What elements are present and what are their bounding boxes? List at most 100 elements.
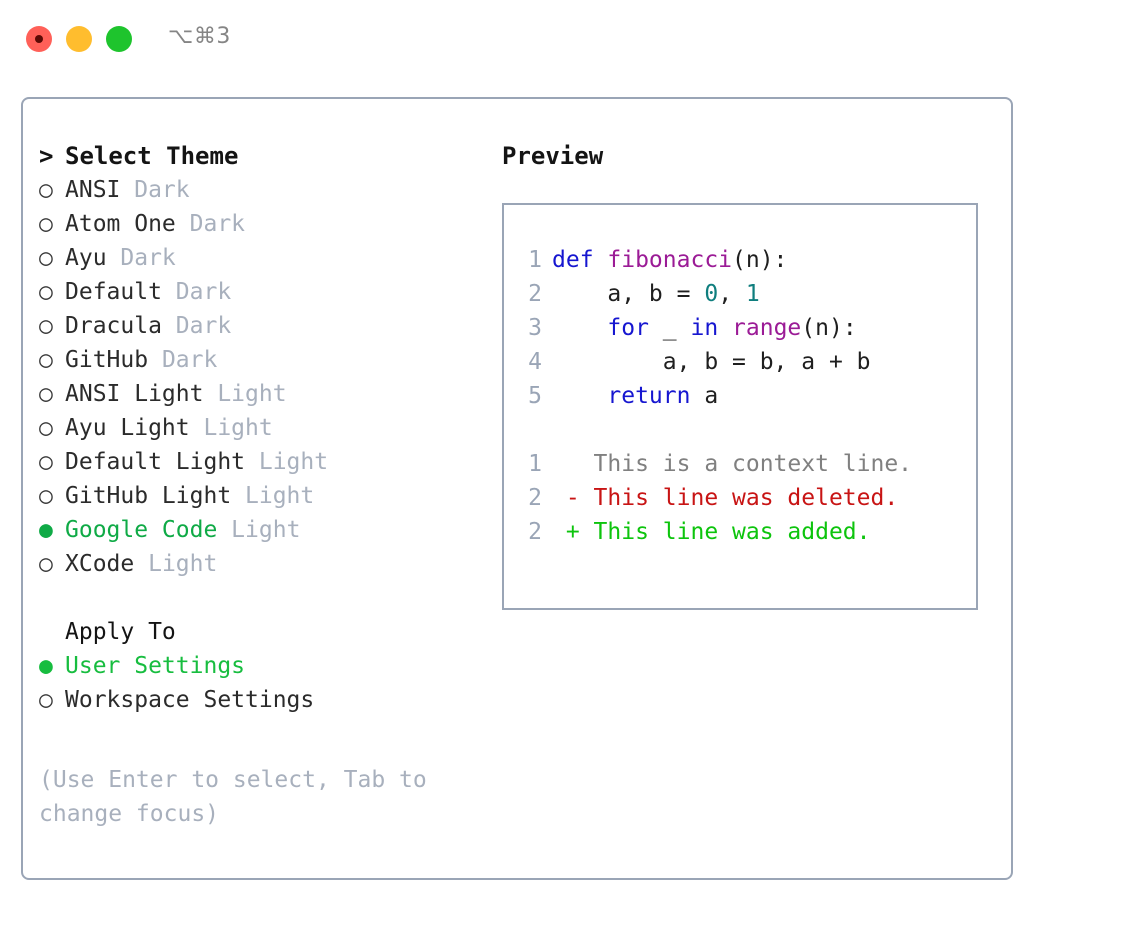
radio-unselected-icon[interactable]: ○	[39, 551, 53, 577]
code-line: 2 a, b = 0, 1	[512, 277, 970, 311]
prompt-caret-icon: >	[39, 142, 54, 170]
theme-picker-heading: > Select Theme	[39, 139, 479, 173]
radio-unselected-icon[interactable]: ○	[39, 449, 53, 475]
code-line: 1 def fibonacci(n):	[512, 243, 970, 277]
diff-line: 2 - This line was deleted.	[512, 481, 970, 515]
code-token: (n):	[801, 315, 857, 341]
theme-kind-label: Dark	[161, 313, 232, 339]
radio-unselected-icon[interactable]: ○	[39, 245, 53, 271]
radio-unselected-icon[interactable]: ○	[39, 279, 53, 305]
radio-unselected-icon[interactable]: ○	[39, 313, 53, 339]
keyboard-shortcut-label: ⌥⌘3	[168, 24, 231, 49]
theme-kind-label: Light	[231, 483, 315, 509]
code-token: in	[690, 315, 719, 341]
apply-to-option-label: User Settings	[65, 653, 246, 679]
theme-list-item[interactable]: ○Default Dark	[39, 275, 479, 309]
minimize-window-button[interactable]	[66, 26, 92, 52]
preview-title: Preview	[502, 142, 604, 170]
diff-sample: 1 This is a context line.2 - This line w…	[512, 447, 970, 549]
radio-unselected-icon[interactable]: ○	[39, 483, 53, 509]
theme-kind-label: Dark	[175, 211, 246, 237]
code-diff-spacer	[512, 413, 970, 447]
code-token: a, b = b, a + b	[552, 349, 871, 375]
theme-name-label: ANSI Light	[65, 381, 204, 407]
code-token: 1	[745, 281, 760, 307]
apply-to-heading-marker-spacer: ○	[39, 615, 65, 649]
apply-to-heading: ○Apply To	[39, 615, 479, 649]
code-token: ,	[718, 281, 746, 307]
code-token	[718, 315, 732, 341]
main-panel: >Select Theme ○ANSI Dark○Atom One Dark○A…	[21, 97, 1013, 880]
code-token: range	[732, 315, 802, 341]
code-line-number: 1	[528, 247, 542, 273]
theme-list-item[interactable]: ○Ayu Light Light	[39, 411, 479, 445]
theme-list-item[interactable]: ○GitHub Dark	[39, 343, 479, 377]
theme-list-item[interactable]: ○ Ayu Dark	[39, 241, 479, 275]
theme-kind-label: Light	[134, 551, 218, 577]
code-token: 0	[704, 281, 719, 307]
theme-name-label: GitHub Light	[65, 483, 232, 509]
radio-unselected-icon[interactable]: ○	[39, 381, 53, 407]
apply-to-option[interactable]: ○ Workspace Settings	[39, 683, 479, 717]
theme-kind-label: Dark	[106, 245, 176, 271]
diff-line: 2 + This line was added.	[512, 515, 970, 549]
apply-to-options[interactable]: ● User Settings ○ Workspace Settings	[39, 649, 479, 717]
code-line: 3 for _ in range(n):	[512, 311, 970, 345]
code-token: return	[607, 383, 691, 409]
list-spacer	[39, 581, 479, 615]
theme-list-item[interactable]: ●Google Code Light	[39, 513, 479, 547]
theme-list-item[interactable]: ○ANSI Dark	[39, 173, 479, 207]
theme-name-label: Ayu Light	[65, 415, 190, 441]
apply-to-option-label: Workspace Settings	[65, 687, 315, 713]
diff-line-text: + This line was added.	[552, 519, 871, 545]
theme-name-label: Atom One	[65, 211, 176, 237]
theme-list-item[interactable]: ○Default Light Light	[39, 445, 479, 479]
theme-picker-pane: >Select Theme ○ANSI Dark○Atom One Dark○A…	[39, 139, 479, 717]
theme-list-item[interactable]: ○ Atom One Dark	[39, 207, 479, 241]
code-line-number: 2	[528, 281, 542, 307]
radio-unselected-icon[interactable]: ○	[39, 211, 53, 237]
theme-list[interactable]: ○ANSI Dark○Atom One Dark○Ayu Dark○Defaul…	[39, 173, 479, 581]
diff-line-number: 2	[528, 485, 542, 511]
diff-line-text: This is a context line.	[552, 451, 913, 477]
code-token: fibonacci	[607, 247, 733, 273]
maximize-window-button[interactable]	[106, 26, 132, 52]
record-indicator-icon	[35, 35, 43, 43]
radio-unselected-icon[interactable]: ○	[39, 177, 53, 203]
theme-name-label: ANSI	[65, 177, 121, 203]
code-line-number: 3	[528, 315, 542, 341]
theme-picker-heading-label: Select Theme	[65, 142, 239, 170]
apply-to-heading-label: Apply To	[65, 619, 176, 645]
code-line: 4 a, b = b, a + b	[512, 345, 970, 379]
theme-list-item[interactable]: ○ANSI Light Light	[39, 377, 479, 411]
theme-list-item[interactable]: ○ Dracula Dark	[39, 309, 479, 343]
diff-line-text: - This line was deleted.	[552, 485, 899, 511]
radio-selected-icon[interactable]: ●	[39, 653, 53, 679]
keyboard-hint: (Use Enter to select, Tab to change focu…	[39, 763, 459, 831]
radio-selected-icon[interactable]: ●	[39, 517, 53, 543]
code-token: _	[648, 315, 691, 341]
keyboard-hint-line-1: (Use Enter to select, Tab to	[39, 767, 427, 793]
theme-name-label: Ayu	[65, 245, 107, 271]
keyboard-hint-line-2: change focus)	[39, 801, 220, 827]
code-token: for	[607, 315, 649, 341]
theme-name-label: Dracula	[65, 313, 162, 339]
radio-unselected-icon[interactable]: ○	[39, 687, 53, 713]
theme-name-label: Google Code	[65, 517, 218, 543]
theme-kind-label: Dark	[161, 279, 232, 305]
radio-unselected-icon[interactable]: ○	[39, 415, 53, 441]
theme-list-item[interactable]: ○ XCode Light	[39, 547, 479, 581]
title-bar: ⌥⌘3	[0, 0, 1140, 78]
theme-name-label: XCode	[65, 551, 135, 577]
code-token: def	[552, 247, 608, 273]
theme-name-label: Default Light	[65, 449, 246, 475]
theme-list-item[interactable]: ○ GitHub Light Light	[39, 479, 479, 513]
apply-to-option[interactable]: ● User Settings	[39, 649, 479, 683]
code-token: (n):	[732, 247, 788, 273]
code-line-number: 4	[528, 349, 542, 375]
code-token	[552, 383, 607, 409]
theme-name-label: GitHub	[65, 347, 149, 373]
radio-unselected-icon[interactable]: ○	[39, 347, 53, 373]
